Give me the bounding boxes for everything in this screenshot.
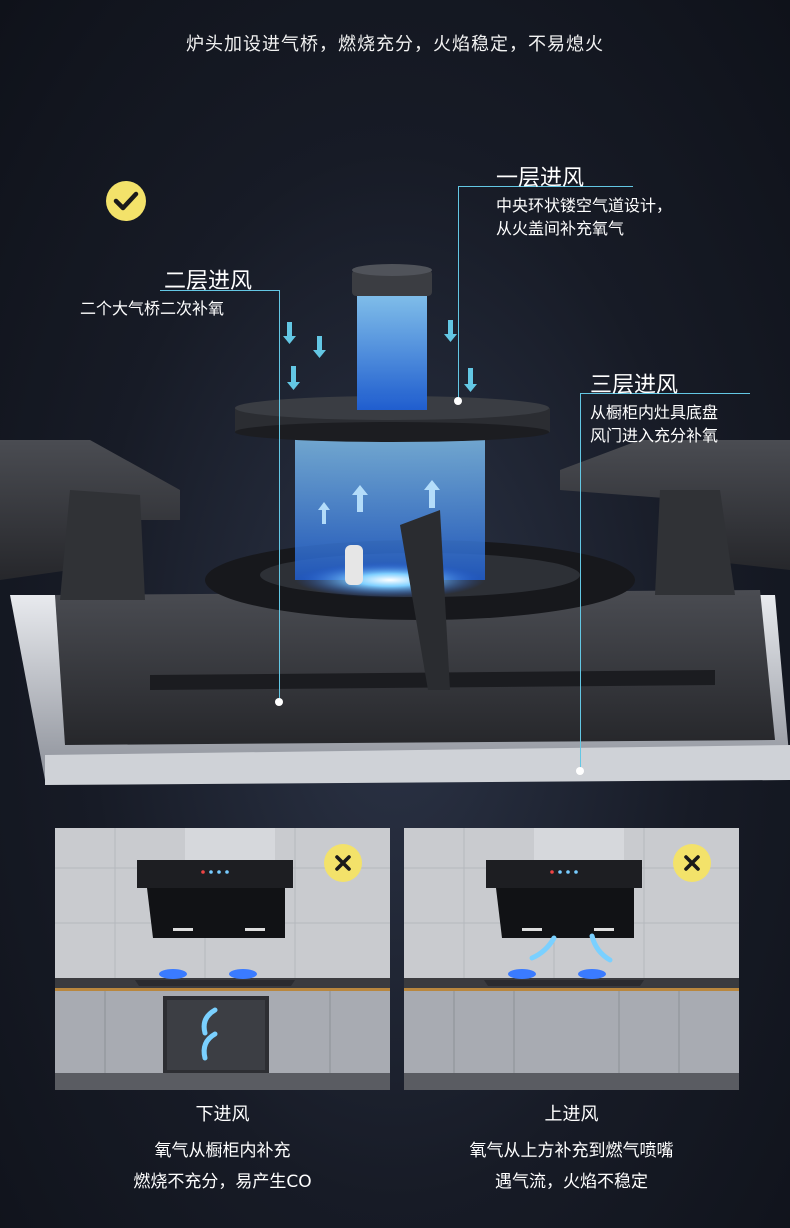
- comparison-caption-bottom-intake: 下进风 氧气从橱柜内补充 燃烧不充分，易产生CO: [55, 1100, 390, 1192]
- stove-burner-illustration: [0, 264, 790, 785]
- layer3-guide-h: [580, 393, 750, 394]
- cross-icon: [673, 844, 711, 882]
- layer1-guide-v: [458, 186, 459, 401]
- layer2-anchor-dot: [275, 698, 283, 706]
- callout-layer3-line2: 风门进入充分补氧: [590, 426, 719, 445]
- cross-icon: [324, 844, 362, 882]
- caption-line: 氧气从橱柜内补充: [154, 1141, 291, 1161]
- callout-layer2: 二层进风 二个大气桥二次补氧: [80, 263, 252, 320]
- callout-layer3-title: 三层进风: [590, 373, 679, 398]
- page-headline: 炉头加设进气桥，燃烧充分，火焰稳定，不易熄火: [186, 34, 604, 55]
- caption-line: 遇气流，火焰不稳定: [495, 1172, 648, 1192]
- callout-layer1: 一层进风 中央环状镂空气道设计， 从火盖间补充氧气: [496, 160, 672, 240]
- layer2-guide-v: [279, 290, 280, 702]
- check-icon: [106, 181, 146, 221]
- callout-layer2-title: 二层进风: [164, 269, 253, 294]
- callout-layer1-line1: 中央环状镂空气道设计，: [496, 196, 673, 215]
- layer3-anchor-dot: [576, 767, 584, 775]
- caption-title: 上进风: [544, 1104, 599, 1125]
- caption-line: 燃烧不充分，易产生CO: [133, 1172, 312, 1192]
- callout-layer2-line1: 二个大气桥二次补氧: [80, 299, 225, 318]
- layer3-guide-v: [580, 393, 581, 771]
- comparison-panel-top-intake: [404, 828, 739, 1090]
- callout-layer1-line2: 从火盖间补充氧气: [496, 219, 625, 238]
- layer2-guide-h: [160, 290, 280, 291]
- callout-layer3-line1: 从橱柜内灶具底盘: [590, 403, 719, 422]
- layer1-guide-h: [458, 186, 633, 187]
- caption-title: 下进风: [195, 1104, 250, 1125]
- callout-layer3: 三层进风 从橱柜内灶具底盘 风门进入充分补氧: [590, 367, 718, 447]
- caption-line: 氧气从上方补充到燃气喷嘴: [469, 1141, 674, 1161]
- comparison-caption-top-intake: 上进风 氧气从上方补充到燃气喷嘴 遇气流，火焰不稳定: [404, 1100, 739, 1192]
- layer1-anchor-dot: [454, 397, 462, 405]
- callout-layer1-title: 一层进风: [496, 166, 585, 191]
- comparison-panel-bottom-intake: [55, 828, 390, 1090]
